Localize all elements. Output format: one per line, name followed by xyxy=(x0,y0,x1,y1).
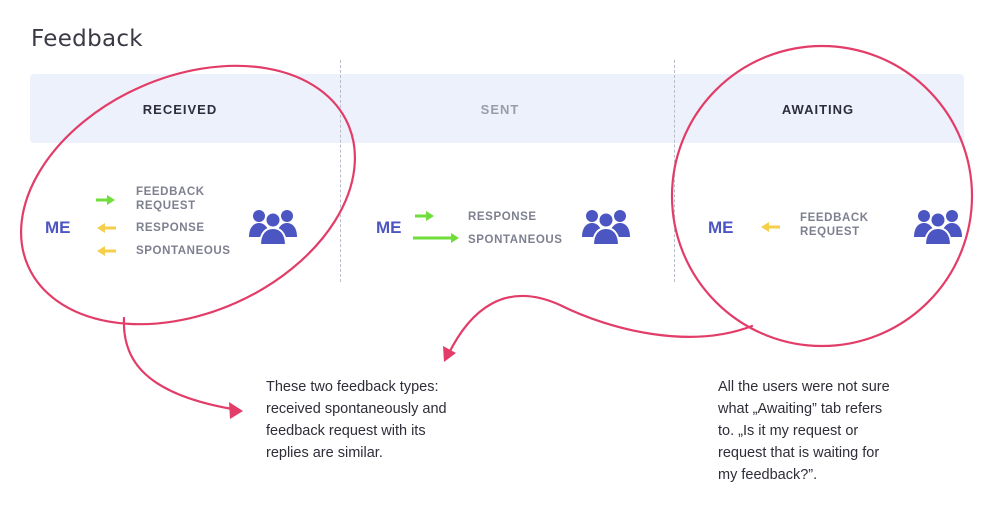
note-line: what „Awaiting” tab refers xyxy=(718,401,883,417)
flow-label-line: REQUEST xyxy=(800,226,860,238)
annotation-arrow-left xyxy=(122,316,240,412)
note-left: These two feedback types: received spont… xyxy=(266,376,447,464)
arrow-left-icon xyxy=(97,246,116,256)
received-flow-spontaneous: SPONTANEOUS xyxy=(136,245,231,257)
page-title: Feedback xyxy=(31,26,143,52)
arrow-right-long-icon xyxy=(413,233,459,243)
sent-flow-response: RESPONSE xyxy=(468,211,537,223)
tab-sent[interactable]: SENT xyxy=(480,102,520,117)
sent-me-label: ME xyxy=(376,218,402,237)
tab-bar xyxy=(30,74,964,143)
arrow-right-icon xyxy=(415,211,434,221)
note-line: to. „Is it my request or xyxy=(718,423,859,439)
arrowhead-icon xyxy=(229,402,243,419)
tab-awaiting[interactable]: AWAITING xyxy=(781,102,855,117)
awaiting-flow-feedback-request: FEEDBACK REQUEST xyxy=(800,211,869,239)
arrow-right-icon xyxy=(96,195,115,205)
tab-received[interactable]: RECEIVED xyxy=(142,102,218,117)
annotation-circle-awaiting xyxy=(670,44,974,348)
note-line: replies are similar. xyxy=(266,445,383,461)
flow-label-line: REQUEST xyxy=(136,200,196,212)
arrowhead-icon xyxy=(443,346,456,362)
arrow-left-icon xyxy=(97,223,116,233)
note-line: received spontaneously and xyxy=(266,401,447,417)
annotation-circle-received xyxy=(19,64,357,326)
flow-label-line: FEEDBACK xyxy=(800,212,869,224)
received-me-label: ME xyxy=(45,218,71,237)
users-group-icon xyxy=(582,210,630,246)
annotation-arrow-right xyxy=(446,294,754,357)
column-divider xyxy=(340,60,341,282)
users-group-icon xyxy=(914,210,962,246)
received-flow-response: RESPONSE xyxy=(136,222,205,234)
flow-label-line: FEEDBACK xyxy=(136,186,205,198)
note-line: request that is waiting for xyxy=(718,445,880,461)
note-line: feedback request with its xyxy=(266,423,426,439)
arrow-left-icon xyxy=(761,222,780,232)
users-group-icon xyxy=(249,210,297,246)
received-flow-feedback-request: FEEDBACK REQUEST xyxy=(136,185,205,213)
awaiting-me-label: ME xyxy=(708,218,734,237)
note-line: my feedback?”. xyxy=(718,467,818,483)
sent-flow-spontaneous: SPONTANEOUS xyxy=(468,234,563,246)
note-line: These two feedback types: xyxy=(266,379,439,395)
note-right: All the users were not sure what „Awaiti… xyxy=(718,376,890,486)
note-line: All the users were not sure xyxy=(718,379,890,395)
